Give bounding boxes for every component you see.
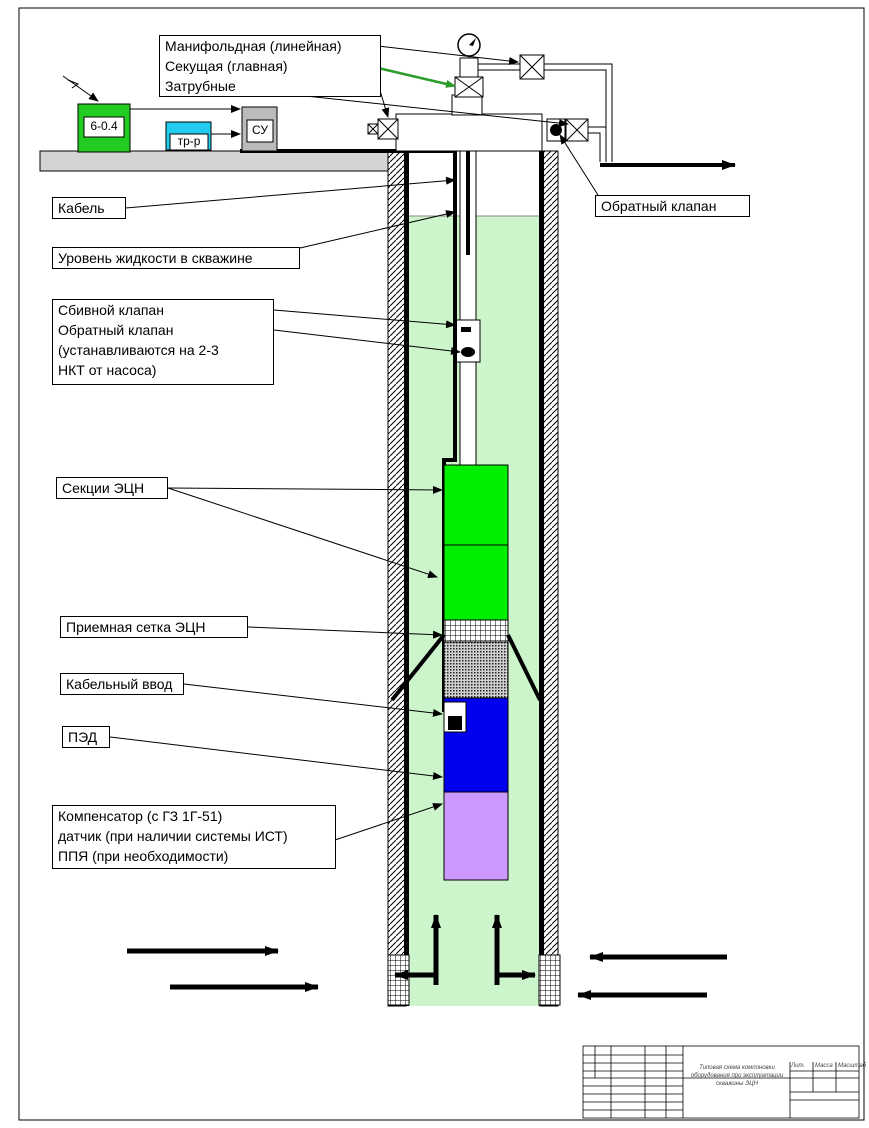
motor-label: ПЭД (62, 726, 110, 748)
wellhead-valves-label: Манифольдная (линейная) Секущая (главная… (159, 35, 381, 97)
knockout-valve-text: Сбивной клапан (58, 302, 164, 318)
transformer-label-bg (83, 116, 125, 138)
leader-cable (124, 176, 456, 209)
valves-note-text-1: (устанавливаются на 2-3 (58, 342, 219, 358)
knockout-valve-mark (461, 327, 471, 332)
title-block-mass: Масса (815, 1063, 833, 1069)
flowline-upper (544, 63, 613, 162)
annulus-plug-left-cross (367, 123, 379, 135)
master-valve-cross (454, 76, 484, 98)
wellhead-body (395, 113, 543, 152)
leader-intake (247, 626, 443, 639)
page-frame (18, 7, 865, 1121)
perforation-left (387, 954, 410, 1006)
ground-surface (39, 150, 391, 172)
leader-motor (109, 736, 443, 780)
valves-label: Сбивной клапан Обратный клапан (устанавл… (52, 299, 274, 385)
annulus-valve-left-cross (377, 118, 399, 140)
packer-right (506, 634, 542, 701)
title-block-title: Типовая схема компоновки оборудования пр… (690, 1065, 784, 1087)
compensator-label: Компенсатор (с ГЗ 1Г-51) датчик (при нал… (52, 805, 336, 869)
manifold-valve-text: Манифольдная (линейная) (165, 38, 342, 54)
casing-left-cement (387, 150, 407, 1007)
compensator-text: Компенсатор (с ГЗ 1Г-51) (58, 808, 223, 824)
lightning-icon (67, 79, 80, 89)
leader-knockout-valve (273, 309, 456, 329)
master-valve-text: Секущая (главная) (165, 58, 288, 74)
casing-right-wall (539, 151, 544, 1006)
regulator-label: тр-р (177, 134, 201, 148)
intake-screen (443, 619, 509, 643)
leader-esp-2 (167, 487, 438, 578)
check-valve-top-label: Обратный клапан (595, 195, 750, 217)
fluid-level-label: Уровень жидкости в скважине (52, 247, 300, 269)
leader-cable-entry (183, 683, 443, 717)
cable-label: Кабель (52, 197, 126, 219)
esp-sections-label: Секции ЭЦН (56, 477, 168, 499)
leader-esp-1 (167, 485, 443, 494)
annulus-valves-text: Затрубные (165, 78, 236, 94)
leader-check-valve (273, 329, 461, 355)
title-block (582, 1045, 860, 1119)
sensor-text: датчик (при наличии системы ИСТ) (58, 828, 288, 844)
leader-master (377, 66, 456, 88)
leader-compensator (334, 803, 443, 841)
leader-fluid-level (299, 210, 456, 249)
seal-section (443, 641, 509, 699)
perforation-right (538, 954, 561, 1006)
junction-box-text: ППЯ (при необходимости) (58, 848, 229, 864)
title-block-scale: Масштаб (838, 1063, 867, 1069)
leader-check-valve-top (559, 134, 599, 196)
esp-sections (443, 464, 509, 621)
cable-entry-label: Кабельный ввод (60, 673, 184, 695)
leader-manifold (377, 45, 519, 65)
casing-left-wall (404, 151, 409, 1006)
check-valve-ball (461, 347, 475, 357)
manifold-pipe (478, 63, 520, 71)
packer-left (390, 633, 446, 702)
annulus-pipe-right (588, 126, 606, 162)
valves-note-text-2: НКТ от насоса) (58, 362, 157, 378)
transformer-label: 6-0.4 (90, 119, 118, 133)
master-valve-stem (459, 57, 479, 78)
control-station-label: СУ (252, 123, 268, 137)
annulus-valve-right-cross (565, 118, 589, 142)
regulator-label-bg (169, 133, 209, 151)
intake-label: Приемная сетка ЭЦН (60, 616, 248, 638)
cable-entry-plug (448, 716, 462, 730)
compensator (443, 791, 509, 881)
manifold-valve-cross (519, 54, 545, 80)
title-block-lit: Лит. (791, 1063, 806, 1069)
check-valve-ball-top (550, 124, 562, 136)
control-station-label-bg (246, 119, 274, 143)
pressure-gauge-needle (469, 38, 476, 46)
check-valve-text: Обратный клапан (58, 322, 174, 338)
